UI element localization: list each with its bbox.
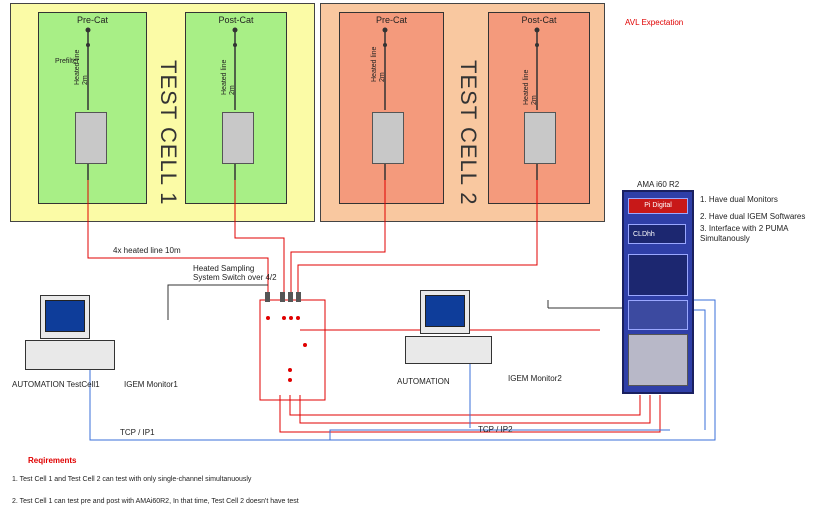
ama-title: AMA i60 R2	[637, 180, 680, 189]
rack-module-gas	[628, 254, 688, 296]
computer-2-base	[405, 336, 492, 364]
cell2-title: TEST CELL 2	[456, 60, 481, 206]
analyzer-unit-c1-pre	[75, 112, 107, 164]
analyzer-unit-c2-pre	[372, 112, 404, 164]
igem-monitor1-label: IGEM Monitor1	[124, 380, 178, 389]
stand-label: Pre-Cat	[375, 15, 407, 25]
computer-tc1-base	[25, 340, 115, 370]
prefilter-label: Prefilter	[55, 58, 80, 65]
igem-monitor2-label: IGEM Monitor2	[508, 374, 562, 383]
automation-label: AUTOMATION	[397, 377, 450, 386]
expectation-item: 2. Have dual IGEM Softwares	[700, 212, 806, 221]
rack-module-pi-digital: Pi Digital	[628, 198, 688, 214]
tcp-ip1-label: TCP / IP1	[120, 428, 155, 437]
cld-label: CLDhh	[633, 231, 655, 238]
analyzer-unit-c2-post	[524, 112, 556, 164]
stand-cell2-postcat: Post-Cat	[488, 12, 590, 204]
rack-module-panel	[628, 300, 688, 330]
stand-cell1-precat: Pre-Cat	[38, 12, 147, 204]
sampling-switch-text: Heated Sampling System Switch over 4/2	[193, 264, 277, 282]
computer-tc1-screen	[45, 300, 85, 332]
stand-label: Post-Cat	[218, 15, 254, 25]
cell1-title: TEST CELL 1	[156, 60, 181, 206]
rack-module-cld: CLDhh	[628, 224, 686, 244]
computer-tc1-monitor	[40, 295, 90, 339]
tcp-ip2-label: TCP / IP2	[478, 425, 513, 434]
expectation-item: 3. Interface with 2 PUMA Simultanously	[700, 224, 789, 243]
analyzer-unit-c1-post	[222, 112, 254, 164]
computer-2-monitor	[420, 290, 470, 334]
stand-label: Pre-Cat	[76, 15, 108, 25]
expectation-item: 1. Have dual Monitors	[700, 195, 778, 204]
requirements-title: Reqirements	[28, 456, 77, 465]
avl-expectation-label: AVL Expectation	[625, 18, 684, 27]
rack-base	[628, 334, 688, 386]
requirement-item: 2. Test Cell 1 can test pre and post wit…	[12, 498, 299, 505]
automation-tc1-label: AUTOMATION TestCell1	[12, 380, 100, 389]
stand-label: Post-Cat	[521, 15, 557, 25]
pi-digital-label: Pi Digital	[644, 202, 672, 209]
computer-2-screen	[425, 295, 465, 327]
ama-rack: Pi Digital CLDhh	[622, 190, 694, 394]
sampling-switch-label: Heated Sampling System Switch over 4/2	[193, 264, 283, 282]
requirement-item: 1. Test Cell 1 and Test Cell 2 can test …	[12, 476, 252, 483]
heated-line-10m-label: 4x heated line 10m	[113, 246, 181, 255]
stand-cell2-precat: Pre-Cat	[339, 12, 444, 204]
